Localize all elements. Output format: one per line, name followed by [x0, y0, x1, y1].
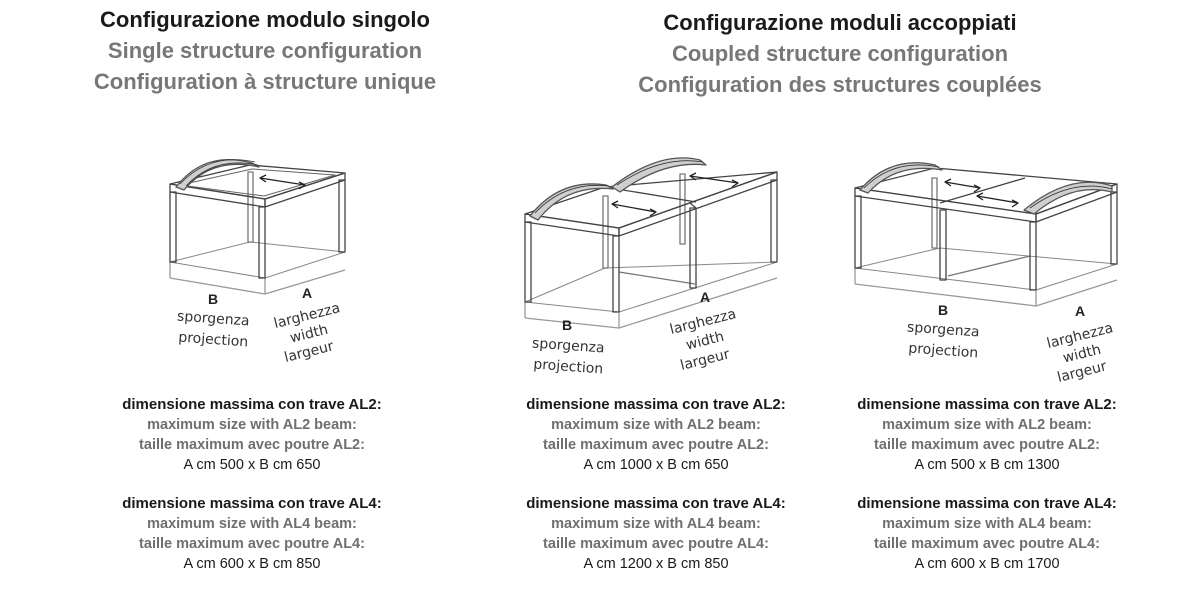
spec-coupled-width-al2: dimensione massima con trave AL2: maximu…	[491, 395, 821, 475]
single-b-en: projection	[178, 330, 249, 351]
coupled-proj-a-letter: A	[1075, 303, 1085, 319]
single-b-letter: B	[208, 291, 218, 307]
spec-title-en: maximum size with AL2 beam:	[882, 417, 1092, 433]
coupled-projection-dim-labels: B sporgenza projection A larghezza width…	[907, 302, 1115, 386]
spec-coupled-projection-al2: dimensione massima con trave AL2: maximu…	[822, 395, 1152, 475]
heading-single-fr: Configuration à structure unique	[93, 69, 437, 94]
coupled-width-b-it: sporgenza	[532, 335, 606, 356]
spec-title-it: dimensione massima con trave AL2:	[857, 396, 1117, 413]
spec-title-it: dimensione massima con trave AL2:	[122, 396, 382, 413]
spec-title-it: dimensione massima con trave AL4:	[122, 495, 382, 512]
spec-single-al2: dimensione massima con trave AL2: maximu…	[87, 395, 417, 475]
spec-title-fr: taille maximum avec poutre AL4:	[139, 536, 365, 552]
heading-coupled-config: Configurazione moduli accoppiati Coupled…	[590, 7, 1090, 100]
spec-value: A cm 500 x B cm 650	[183, 457, 321, 473]
coupled-width-a-letter: A	[700, 289, 710, 305]
spec-coupled-projection-al4: dimensione massima con trave AL4: maximu…	[822, 494, 1152, 574]
heading-coupled-it: Configurazione moduli accoppiati	[663, 10, 1017, 35]
coupled-width-b-en: projection	[533, 357, 604, 378]
single-b-it: sporgenza	[177, 308, 251, 329]
spec-title-fr: taille maximum avec poutre AL2:	[543, 437, 769, 453]
spec-title-en: maximum size with AL4 beam:	[882, 516, 1092, 532]
spec-title-fr: taille maximum avec poutre AL2:	[139, 437, 365, 453]
spec-value: A cm 1200 x B cm 850	[583, 556, 729, 572]
spec-title-it: dimensione massima con trave AL2:	[526, 396, 786, 413]
spec-title-en: maximum size with AL4 beam:	[551, 516, 761, 532]
spec-title-fr: taille maximum avec poutre AL4:	[543, 536, 769, 552]
spec-coupled-width-al4: dimensione massima con trave AL4: maximu…	[491, 494, 821, 574]
spec-title-it: dimensione massima con trave AL4:	[526, 495, 786, 512]
coupled-proj-b-en: projection	[908, 341, 979, 362]
coupled-width-drawing	[524, 157, 778, 329]
coupled-width-b-letter: B	[562, 317, 572, 333]
coupled-proj-b-it: sporgenza	[907, 319, 981, 340]
coupled-proj-b-letter: B	[938, 302, 948, 318]
spec-title-en: maximum size with AL2 beam:	[147, 417, 357, 433]
coupled-projection-drawing	[854, 162, 1118, 307]
single-a-letter: A	[302, 285, 312, 301]
spec-title-en: maximum size with AL2 beam:	[551, 417, 761, 433]
pergola-diagrams: B sporgenza projection A larghezza width…	[169, 157, 1118, 386]
heading-single-it: Configurazione modulo singolo	[100, 7, 430, 32]
spec-value: A cm 1000 x B cm 650	[583, 457, 729, 473]
spec-value: A cm 600 x B cm 1700	[914, 556, 1060, 572]
coupled-width-dim-labels: B sporgenza projection A larghezza width…	[532, 289, 738, 377]
spec-single-al4: dimensione massima con trave AL4: maximu…	[87, 494, 417, 574]
spec-value: A cm 500 x B cm 1300	[914, 457, 1060, 473]
heading-single-en: Single structure configuration	[107, 38, 423, 63]
spec-title-it: dimensione massima con trave AL4:	[857, 495, 1117, 512]
heading-coupled-fr: Configuration des structures couplées	[638, 72, 1042, 97]
spec-title-en: maximum size with AL4 beam:	[147, 516, 357, 532]
heading-coupled-en: Coupled structure configuration	[671, 41, 1009, 66]
spec-value: A cm 600 x B cm 850	[183, 556, 321, 572]
single-structure-drawing	[169, 159, 346, 295]
spec-title-fr: taille maximum avec poutre AL4:	[874, 536, 1100, 552]
single-dim-labels: B sporgenza projection A larghezza width…	[177, 285, 342, 366]
heading-single-config: Configurazione modulo singolo Single str…	[30, 4, 500, 97]
spec-title-fr: taille maximum avec poutre AL2:	[874, 437, 1100, 453]
